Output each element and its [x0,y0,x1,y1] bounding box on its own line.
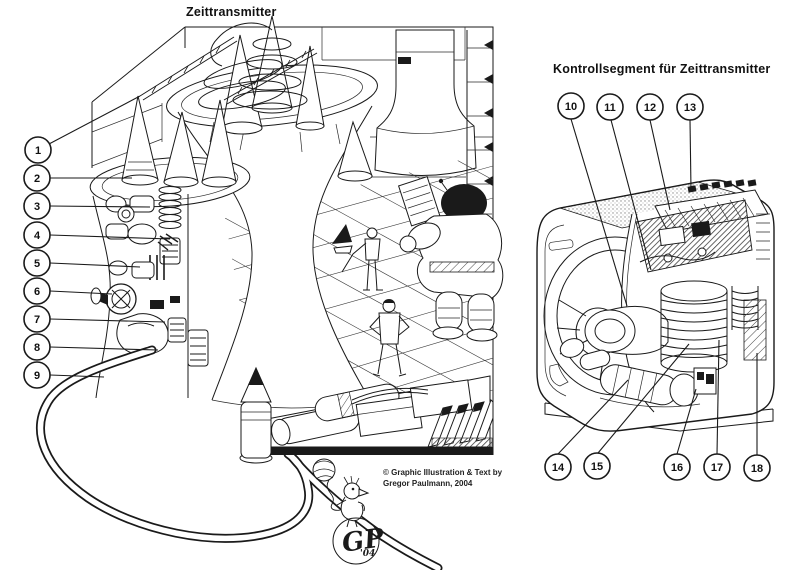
callout-18-label: 18 [751,463,763,475]
signature-initials: GP [340,523,387,559]
callout-6-label: 6 [34,286,40,298]
callout-17: 17 [703,453,731,481]
outlet-tubes [559,338,699,407]
funnel-turbine [584,305,669,355]
callout-2-label: 2 [34,173,40,185]
figure-astronaut [397,176,504,342]
callout-9: 9 [23,361,51,389]
callout-10-label: 10 [565,101,577,113]
tower-machinery [90,165,209,367]
background-column [374,29,477,177]
callout-14: 14 [544,453,572,481]
left-callouts: 1 2 3 4 5 6 7 8 9 [23,95,171,389]
callout-12: 12 [636,93,664,121]
callout-8: 8 [23,333,51,361]
callout-15-label: 15 [591,461,603,473]
zeittransmitter-illustration: 1 2 3 4 5 6 7 8 9 Zeittransmitter [23,5,504,570]
callout-3: 3 [23,192,51,220]
callout-11: 11 [596,93,624,121]
figure-technician-far [341,227,383,291]
cooling-fins [427,399,494,448]
supply-hoses [36,345,443,570]
left-tower [89,156,251,400]
callout-15: 15 [583,452,611,480]
callout-2: 2 [23,164,51,192]
antenna-rods [139,36,318,105]
side-heat-grille [743,299,767,361]
callout-12-label: 12 [644,102,656,114]
left-panel-title: Zeittransmitter [186,5,277,19]
top-slot-row [687,179,757,193]
callout-7-label: 7 [34,314,40,326]
callout-14-label: 14 [552,462,565,474]
figure-technician-near [369,299,410,377]
callout-11-label: 11 [604,102,616,114]
callout-4: 4 [23,221,51,249]
credit-line-2: Gregor Paulmann, 2004 [383,479,473,488]
right-callouts: 10 11 12 13 14 15 16 17 18 [544,92,771,482]
cutaway-interior [559,179,772,413]
right-panel-title: Kontrollsegment für Zeittransmitter [553,62,770,76]
control-box [693,367,717,395]
credit-block: © Graphic Illustration & Text by Gregor … [383,468,503,488]
mascot-doodle [312,458,370,528]
callout-16-label: 16 [671,462,683,474]
callout-13-label: 13 [684,102,696,114]
rocket-beacon [239,366,273,464]
callout-3-label: 3 [34,201,40,213]
callout-1-label: 1 [35,145,41,157]
callout-4-label: 4 [34,230,41,242]
callout-13: 13 [676,93,704,121]
artist-signature-group: GP '04 [312,458,387,565]
callout-6: 6 [23,277,51,305]
signature-circle [332,517,380,565]
callout-16: 16 [663,453,691,481]
credit-line-1: © Graphic Illustration & Text by [383,468,503,477]
callout-5: 5 [23,249,51,277]
callout-18: 18 [743,454,771,482]
callout-5-label: 5 [34,258,40,270]
beacon-spike [332,224,353,254]
callout-17-label: 17 [711,462,723,474]
callout-9-label: 9 [34,370,40,382]
cone-spires [121,15,373,188]
signature-year: '04 [360,549,375,559]
kontrollsegment-illustration: Kontrollsegment für Zeittransmitter [536,62,775,482]
shelf-unit [466,30,493,215]
callout-8-label: 8 [34,342,40,354]
spiral-coil [198,22,308,110]
callout-7: 7 [23,305,51,333]
ribbed-column [660,280,728,373]
callout-10: 10 [557,92,585,120]
callout-1: 1 [24,136,52,164]
